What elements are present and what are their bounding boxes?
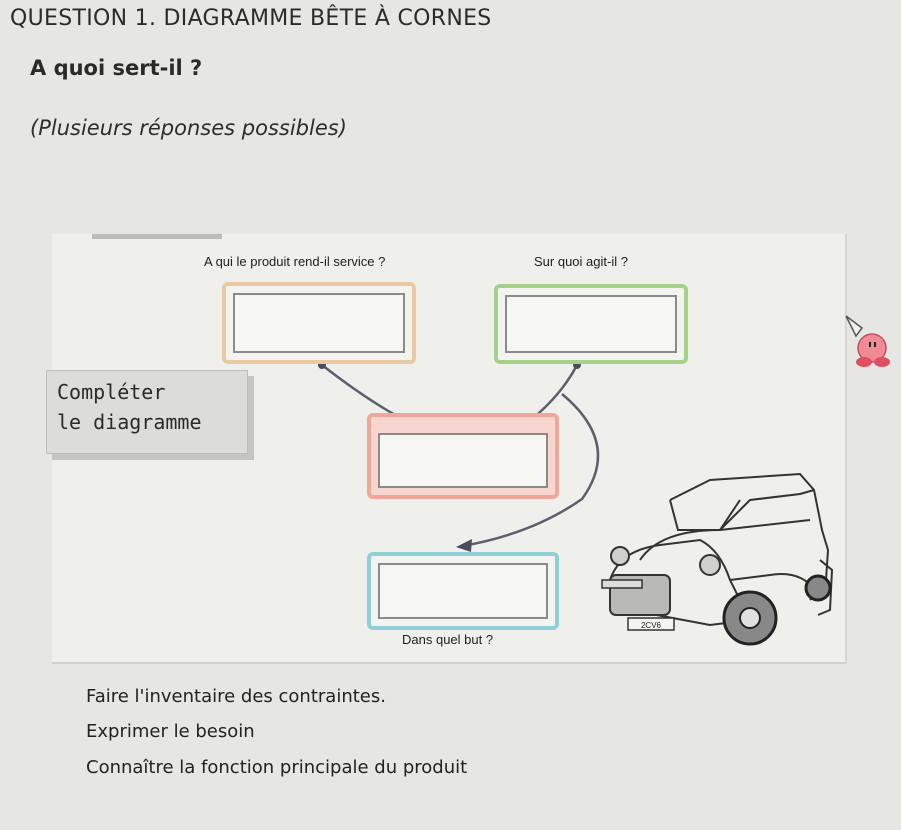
box-product[interactable] — [367, 413, 559, 499]
sticker-line-2: le diagramme — [57, 410, 202, 434]
answer-option-3[interactable]: Connaître la fonction principale du prod… — [86, 757, 468, 778]
car-2cv-icon: 2CV6 — [601, 472, 834, 646]
label-who-served: A qui le produit rend-il service ? — [204, 254, 386, 269]
label-acts-on: Sur quoi agit-il ? — [534, 254, 628, 269]
answer-option-1[interactable]: Faire l'inventaire des contraintes. — [86, 686, 386, 707]
question-hint: (Plusieurs réponses possibles) — [30, 116, 347, 140]
box-who-served[interactable] — [222, 282, 416, 364]
pink-character-icon — [845, 315, 890, 367]
complete-diagram-sticker: Compléter le diagramme — [46, 370, 248, 454]
question-prompt: A quoi sert-il ? — [30, 56, 203, 80]
sticker-line-1: Compléter — [57, 380, 166, 404]
box-acts-on[interactable] — [494, 284, 688, 364]
horned-beast-diagram: A qui le produit rend-il service ? Sur q… — [46, 234, 847, 664]
answer-option-2[interactable]: Exprimer le besoin — [86, 721, 255, 742]
box-goal[interactable] — [367, 552, 559, 630]
car-plate: 2CV6 — [641, 621, 662, 630]
question-title: QUESTION 1. DIAGRAMME BÊTE À CORNES — [10, 6, 492, 31]
label-goal: Dans quel but ? — [402, 632, 494, 647]
